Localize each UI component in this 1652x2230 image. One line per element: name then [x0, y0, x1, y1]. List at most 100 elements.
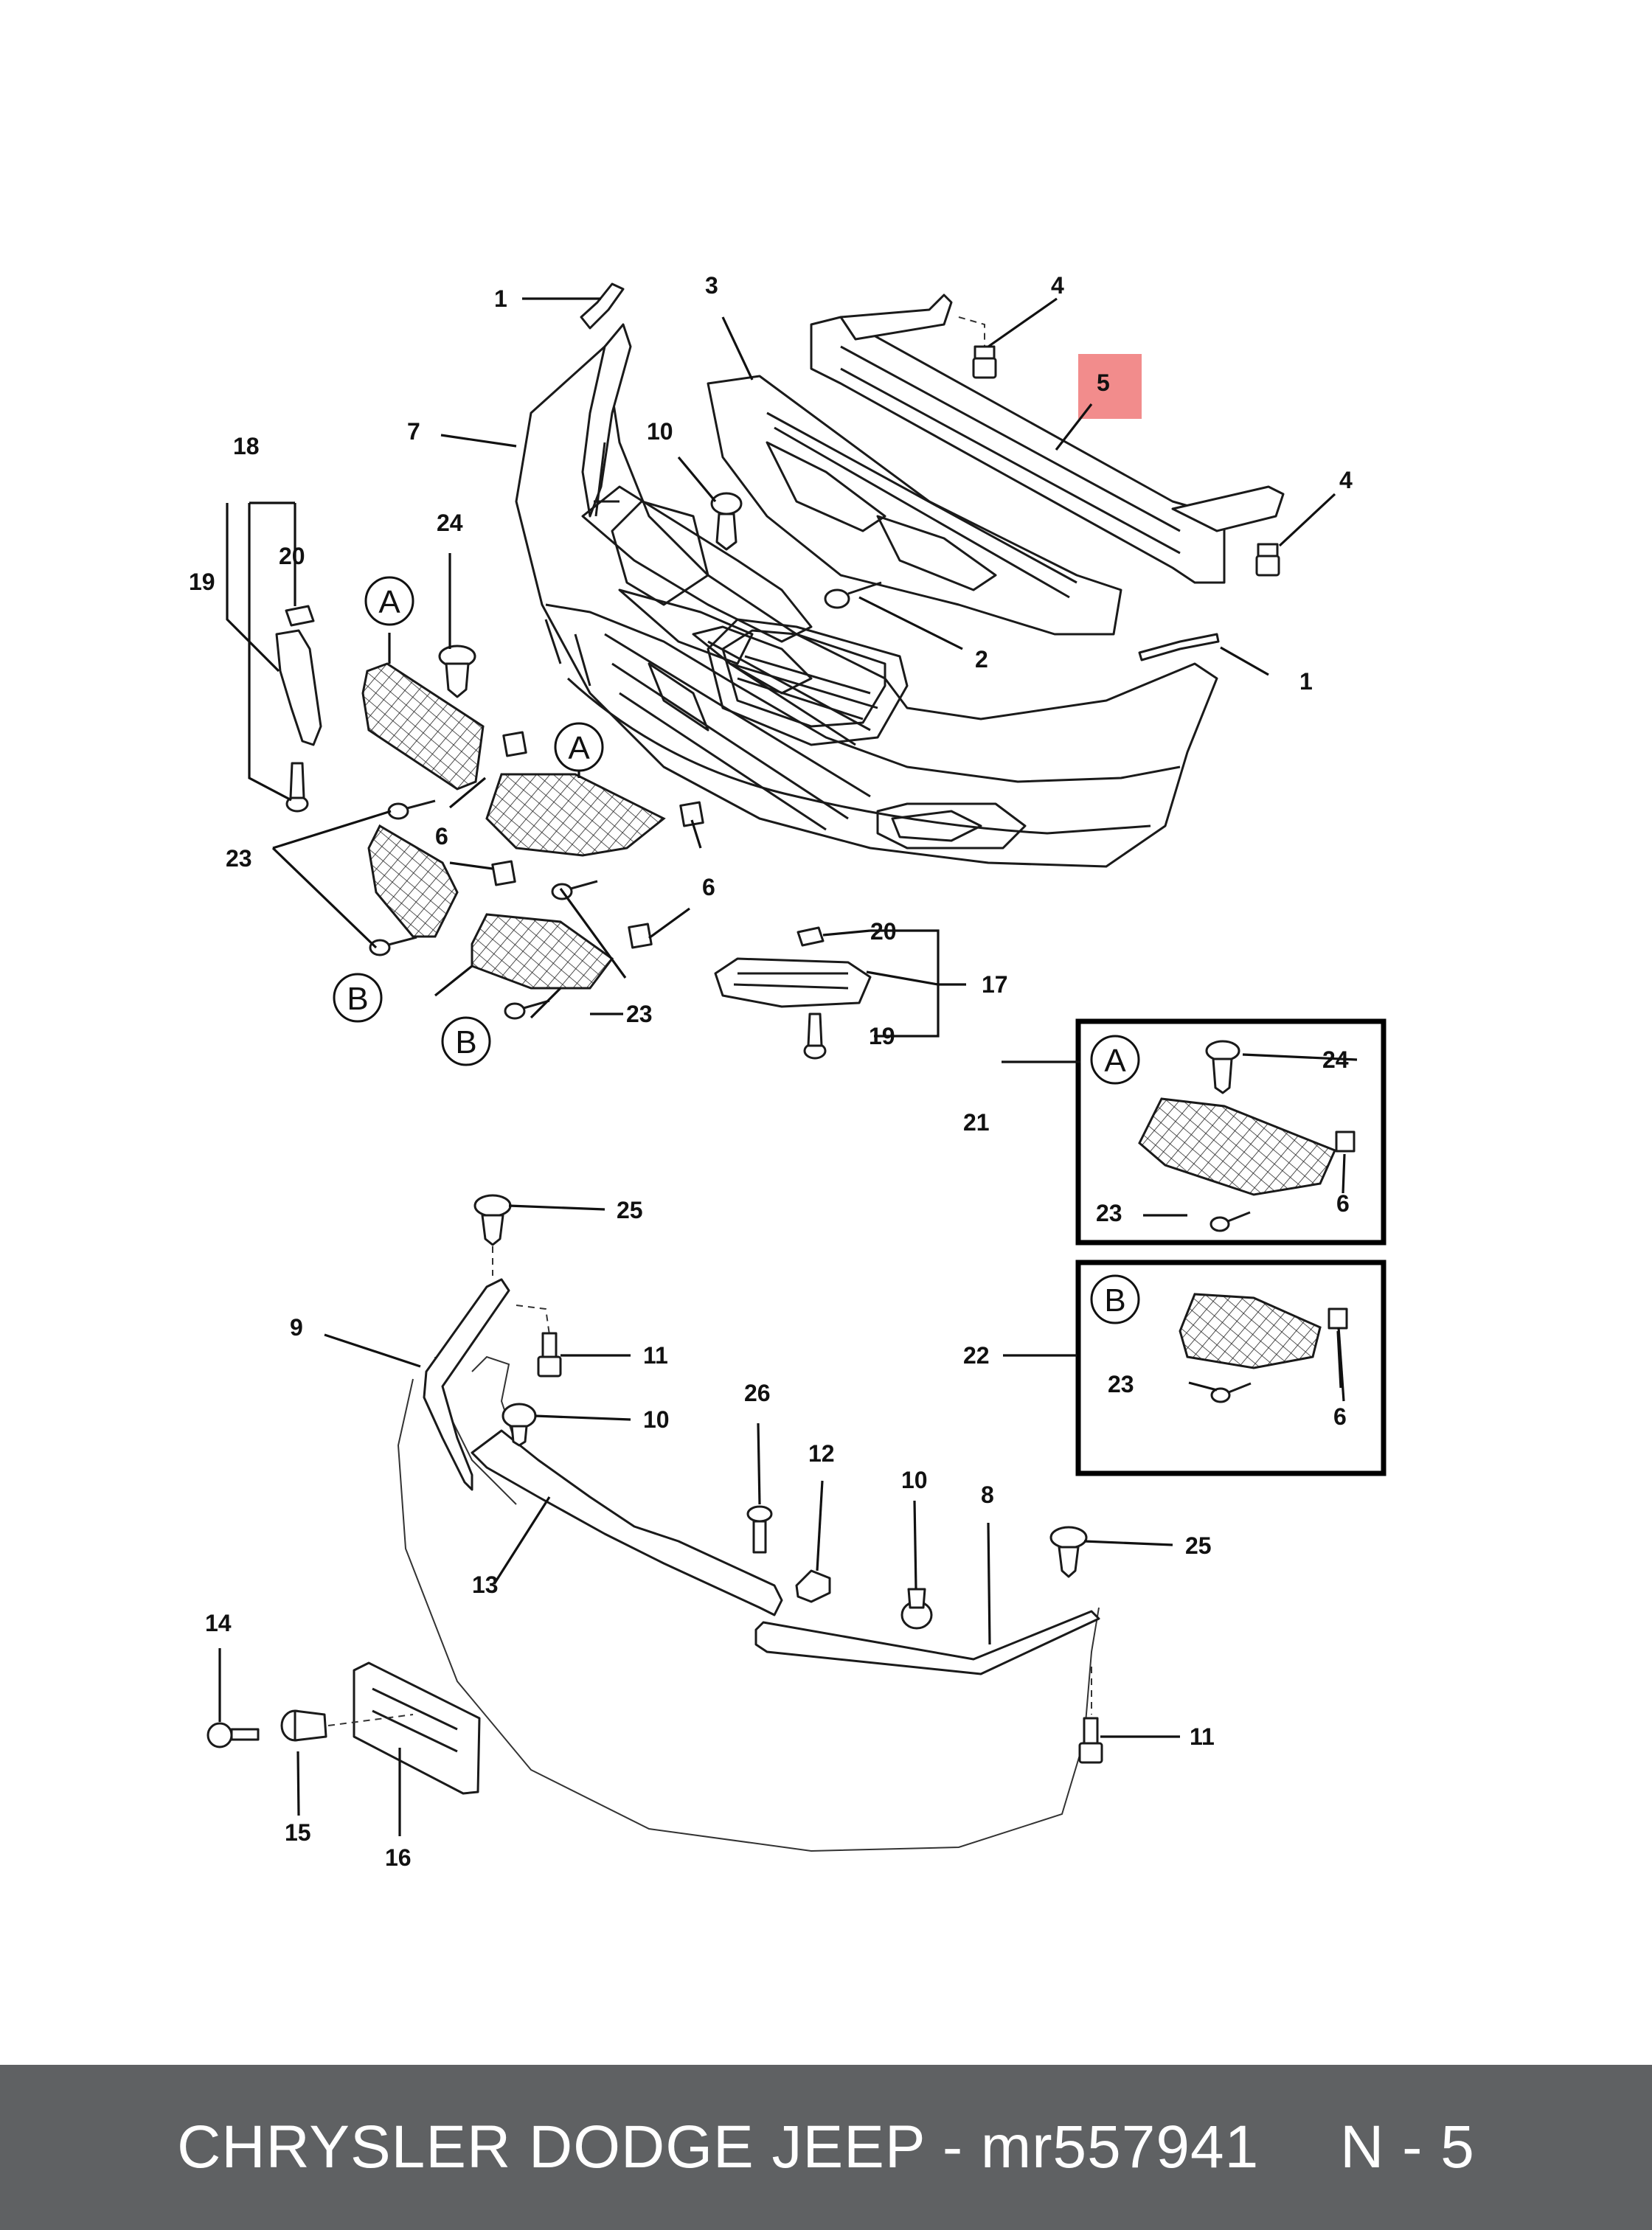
callout-4-upper: 4 [1051, 272, 1064, 299]
nut-upper [958, 316, 997, 379]
svg-text:B: B [1104, 1282, 1125, 1319]
side-bracket-left [275, 629, 322, 746]
callout-6-box-b: 6 [1333, 1403, 1347, 1430]
callout-25-upper: 25 [617, 1197, 643, 1223]
footer-diagram-code: N - 5 [1340, 2113, 1475, 2181]
callout-22: 22 [963, 1342, 990, 1369]
callout-23-center: 23 [626, 1001, 653, 1027]
speed-nut-left [285, 605, 315, 627]
letter-circle-b-box: B [1090, 1274, 1140, 1324]
svg-text:A: A [1104, 1043, 1126, 1079]
callout-20-right: 20 [870, 918, 897, 945]
callout-26: 26 [744, 1380, 771, 1406]
callout-23-left: 23 [226, 845, 252, 872]
push-clip-upper [438, 645, 476, 698]
callout-2: 2 [975, 646, 988, 673]
screw-left [285, 762, 309, 813]
front-bumper-fascia [515, 323, 1218, 868]
grille-insert-b-center [471, 913, 614, 990]
bolt-11-upper [516, 1305, 562, 1378]
callout-4-right: 4 [1339, 467, 1353, 493]
footer-caption: CHRYSLER DODGE JEEP - mr557941 N - 5 [0, 2065, 1652, 2230]
callout-11-lower: 11 [1190, 1723, 1215, 1750]
kit-box-b [1075, 1260, 1386, 1476]
callout-9: 9 [290, 1314, 303, 1341]
callout-17: 17 [982, 971, 1008, 998]
callout-25-right: 25 [1185, 1532, 1212, 1559]
letter-circle-b-center: B [441, 1016, 491, 1066]
callout-12: 12 [808, 1440, 835, 1467]
footer-bar: CHRYSLER DODGE JEEP - mr557941 N - 5 [0, 2065, 1652, 2230]
callout-23-box-a: 23 [1096, 1200, 1122, 1226]
screw-right [803, 1012, 827, 1060]
letter-circle-a-center: A [554, 722, 604, 772]
svg-text:A: A [378, 584, 400, 620]
upper-grille [707, 375, 1122, 636]
grille-insert-b-left [367, 824, 459, 938]
svg-text:B: B [455, 1024, 476, 1060]
grille-insert-a-left [361, 662, 485, 791]
lower-side-bracket [423, 1278, 510, 1491]
screw-23a [387, 799, 436, 820]
bolt-plate [206, 1722, 260, 1748]
kit-box-a-parts [1138, 1040, 1356, 1232]
callout-24-box: 24 [1322, 1046, 1349, 1073]
callout-6-right: 6 [702, 874, 715, 900]
letter-circle-a-box: A [1090, 1035, 1140, 1085]
callout-15: 15 [285, 1819, 311, 1846]
letter-circle-a-left: A [364, 576, 414, 626]
callout-11-upper: 11 [643, 1342, 668, 1369]
screw-grille [824, 581, 882, 609]
callout-6-left: 6 [435, 823, 448, 850]
callout-labels: 1 3 4 5 18 7 10 4 24 20 19 2 1 6 23 6 20… [189, 272, 1353, 1871]
callout-23-box-b: 23 [1108, 1371, 1134, 1397]
molding-strip-upper [580, 282, 625, 330]
callout-10-right: 10 [901, 1467, 928, 1493]
nut-right [1255, 543, 1280, 577]
grille-insert-a-center [485, 773, 666, 857]
kit-box-b-parts [1179, 1293, 1348, 1403]
parts-diagram: A A B B A B 1 3 4 5 18 7 10 4 24 20 19 2… [189, 272, 1386, 1871]
callout-1-right: 1 [1299, 668, 1313, 695]
svg-text:B: B [347, 981, 368, 1017]
svg-text:A: A [568, 730, 590, 766]
plate-spacer [280, 1709, 414, 1742]
screw-23d [504, 999, 550, 1020]
callout-20-left: 20 [279, 543, 305, 569]
callout-13: 13 [472, 1571, 499, 1598]
bolt-26 [746, 1505, 773, 1554]
clip-10-right [900, 1588, 933, 1630]
clip-upper [710, 492, 743, 551]
speed-nut-right [796, 926, 825, 947]
callout-10-lower: 10 [643, 1406, 670, 1433]
callout-19-left: 19 [189, 569, 215, 595]
leader-lines [218, 297, 1358, 1836]
bumper-reinforcement-beam [810, 293, 1285, 584]
lower-trim-strip [754, 1610, 1100, 1675]
callout-21: 21 [963, 1109, 990, 1136]
callout-7: 7 [407, 418, 420, 445]
callout-6-box-a: 6 [1336, 1190, 1350, 1217]
kit-box-a [1075, 1018, 1386, 1246]
callout-10-upper: 10 [647, 418, 673, 445]
lower-support-bar [471, 1429, 783, 1616]
callout-16: 16 [385, 1844, 412, 1871]
callout-5: 5 [1097, 369, 1110, 396]
clip-6b [491, 860, 516, 886]
clip-6d [628, 923, 653, 949]
grommet-12 [795, 1569, 831, 1603]
callout-1-upper: 1 [494, 285, 507, 312]
screw-23c [551, 880, 598, 900]
callout-19-right: 19 [869, 1023, 895, 1049]
letter-circle-b-left: B [333, 973, 383, 1023]
callout-14: 14 [205, 1610, 232, 1636]
push-clip-25-upper [473, 1194, 512, 1276]
license-plate-bracket [353, 1661, 481, 1795]
push-clip-25-right [1049, 1526, 1088, 1578]
callout-18: 18 [233, 433, 260, 459]
clip-6a [502, 731, 527, 757]
callout-24-upper: 24 [437, 510, 463, 536]
screw-23b [369, 936, 417, 956]
callout-8: 8 [981, 1482, 994, 1508]
bolt-11-lower [1078, 1667, 1103, 1764]
